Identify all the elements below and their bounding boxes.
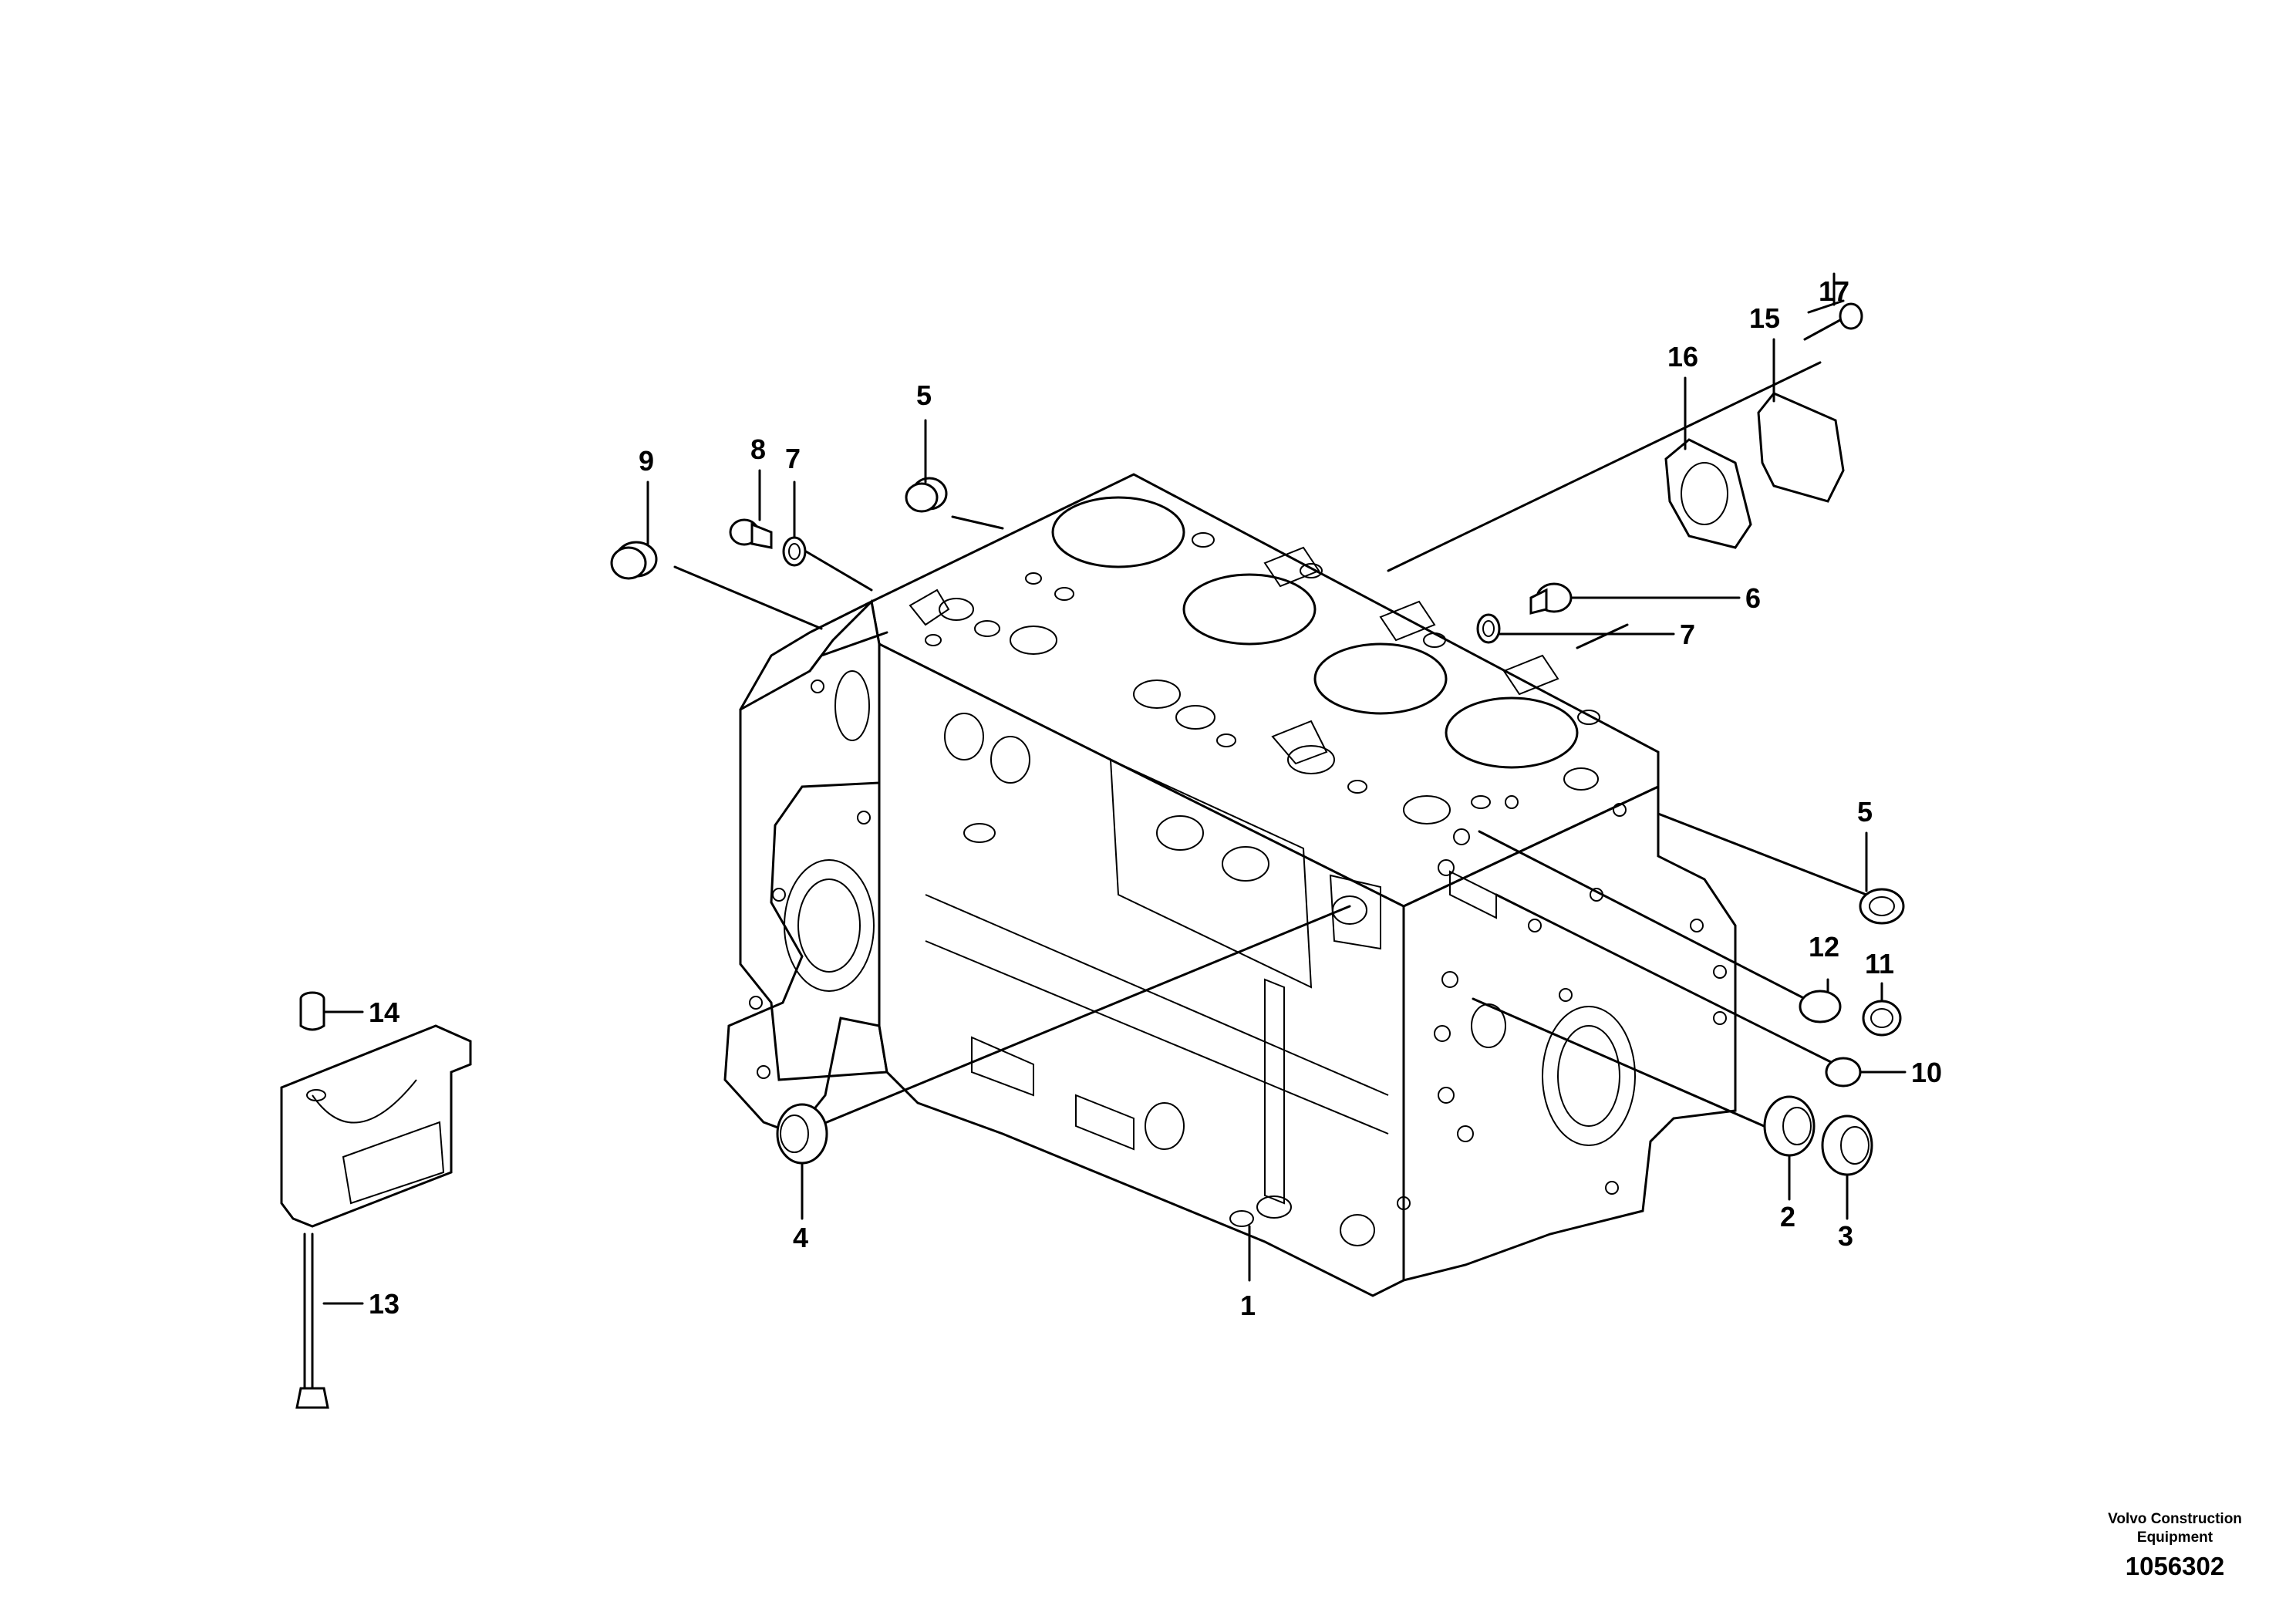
callout-5-rear: 5 [1857,796,1873,828]
callout-6: 6 [1745,582,1761,614]
cylinder-block [723,473,1737,1297]
part-15-cover-plate [1757,338,1845,503]
callout-12: 12 [1809,931,1839,963]
credit-line-2: Equipment [2136,1529,2213,1546]
part-4-seal [776,1103,828,1220]
callout-3: 3 [1838,1220,1853,1252]
part-8-plug [729,469,773,549]
callout-11: 11 [1865,948,1894,980]
callout-14: 14 [369,996,400,1028]
callout-1: 1 [1240,1290,1256,1321]
callout-16: 16 [1667,341,1698,373]
part-9-plug [610,481,658,580]
callout-9: 9 [639,445,654,477]
part-12-plug [1799,978,1842,1023]
callout-2: 2 [1780,1201,1795,1233]
part-2-seal [1763,1095,1816,1201]
credit-line-1: Volvo Construction [2108,1511,2242,1527]
part-17-bolt [1803,272,1863,341]
callout-5-upper: 5 [916,379,932,411]
callout-8: 8 [750,433,766,465]
callout-17: 17 [1819,275,1849,307]
part-3-plug [1821,1114,1873,1220]
part-5-rear-plug [1859,831,1905,925]
callout-4: 4 [793,1222,808,1253]
part-14-dowel [299,991,364,1031]
part-10-plug [1825,1057,1907,1088]
part-13-bolt [295,1233,364,1409]
leader-lines [673,299,1868,1282]
part-7-washer-left [782,481,807,567]
manufacturer-credit: Volvo Construction Equipment [2075,1510,2275,1547]
part-16-gasket [1664,376,1752,549]
callout-15: 15 [1749,302,1780,334]
callout-13: 13 [369,1288,400,1320]
drawing-number: 1056302 [2125,1552,2225,1580]
callout-10: 10 [1911,1057,1942,1088]
callout-labels: 1 2 3 4 5 5 6 7 7 8 9 10 11 12 13 14 15 … [369,275,1942,1321]
bearing-cap [280,1024,472,1228]
part-5-upper-plug [905,419,948,513]
part-6-plug [1529,582,1741,615]
callout-7-right: 7 [1680,619,1695,650]
callout-7-left: 7 [785,443,801,474]
part-7-washer-right [1476,613,1675,644]
part-11-plug [1862,982,1902,1037]
